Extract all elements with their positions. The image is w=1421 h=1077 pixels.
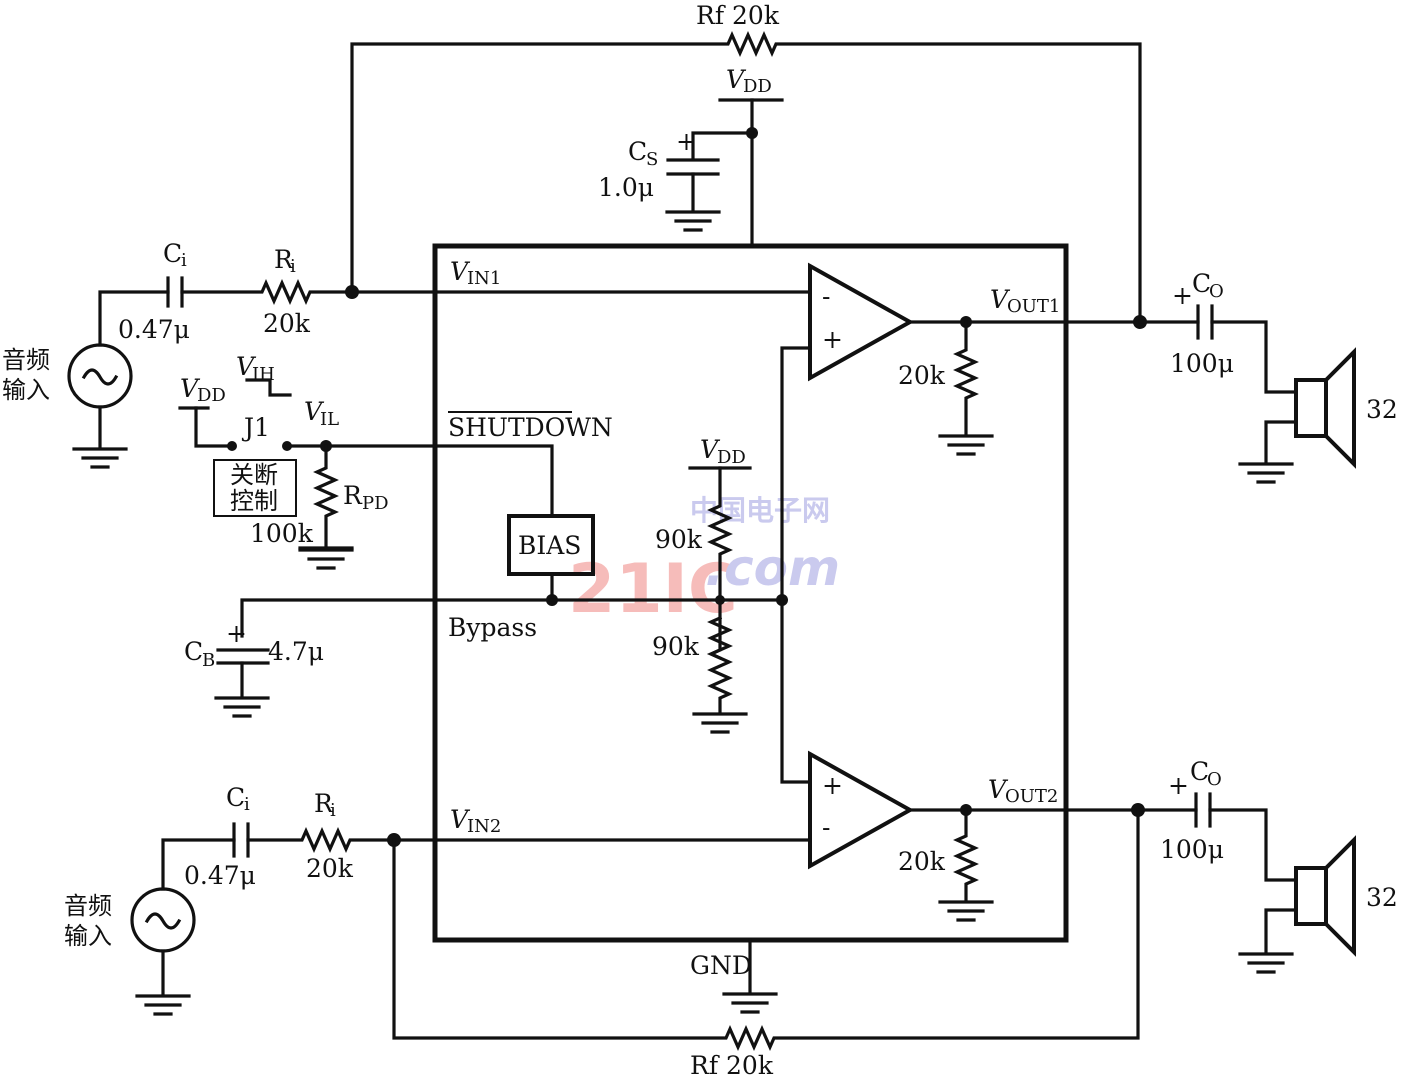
cs-value: 1.0μ: [598, 173, 654, 202]
ri-value-2: 20k: [306, 854, 354, 883]
shutdown-control-label-b: 控制: [230, 487, 278, 515]
audio-input-label-1a: 音频: [2, 346, 50, 374]
supply-vdd-and-cs: V DD + C S 1.0μ: [598, 65, 784, 248]
svg-text:DD: DD: [743, 76, 772, 97]
opamp-2: + - 20k V OUT2: [808, 750, 1142, 922]
feedback-resistor-rf-top: Rf 20k: [350, 1, 1142, 324]
svg-text:+: +: [1168, 771, 1189, 800]
vih-label: V: [236, 352, 257, 381]
svg-text:-: -: [822, 282, 830, 311]
svg-text:i: i: [330, 800, 336, 821]
watermark-logo: 21IC: [568, 550, 738, 629]
shutdown-control-label-a: 关断: [230, 461, 278, 489]
r20k-out2-label: 20k: [898, 847, 946, 876]
svg-text:DD: DD: [197, 385, 226, 406]
gnd-label: GND: [690, 951, 752, 980]
ci-value-2: 0.47μ: [184, 861, 256, 890]
ri-label-2: R: [314, 789, 334, 818]
svg-text:DD: DD: [717, 447, 746, 468]
svg-text:i: i: [181, 250, 187, 271]
svg-text:IH: IH: [252, 364, 275, 385]
svg-text:OUT1: OUT1: [1007, 296, 1060, 317]
shutdown-pin-label: SHUTDOWN: [448, 413, 613, 442]
svg-text:O: O: [1207, 769, 1222, 790]
audio-input-label-2a: 音频: [64, 892, 112, 920]
co-label-1: C: [1192, 269, 1211, 298]
svg-text:+: +: [226, 619, 247, 648]
svg-text:+: +: [822, 325, 843, 354]
audio-input-label-2b: 输入: [64, 922, 112, 950]
cs-label: C: [628, 137, 647, 166]
watermark: 21IC .com 中国电子网: [568, 494, 840, 629]
vout2-label: V: [988, 775, 1009, 804]
ci-value-1: 0.47μ: [118, 315, 190, 344]
ci-label-2: C: [226, 783, 245, 812]
bias-label: BIAS: [518, 531, 581, 560]
j1-label: J1: [241, 413, 270, 442]
svg-text:+: +: [822, 771, 843, 800]
ri-value-1: 20k: [263, 309, 311, 338]
cb-value: 4.7μ: [268, 637, 324, 666]
svg-text:S: S: [646, 149, 658, 170]
co-value-1: 100μ: [1170, 349, 1234, 378]
ic-ground: GND: [690, 938, 778, 1014]
output-1: + C O 100μ 32: [1133, 269, 1398, 484]
output-2: + C O 100μ 32: [1131, 757, 1398, 974]
shutdown-control: V DD V IH V IL J1 关断 控制 R PD 100k SHUTDO…: [178, 352, 613, 570]
bypass-label: Bypass: [448, 613, 537, 642]
svg-text:PD: PD: [362, 493, 389, 514]
vdd-label-top: V: [726, 65, 747, 94]
vil-label: V: [304, 397, 325, 426]
vout1-label: V: [990, 285, 1011, 314]
svg-text:+: +: [676, 127, 697, 156]
svg-text:i: i: [290, 256, 296, 277]
svg-text:IL: IL: [320, 409, 339, 430]
svg-text:OUT2: OUT2: [1005, 786, 1058, 807]
ci-label-1: C: [163, 239, 182, 268]
svg-text:B: B: [202, 650, 215, 671]
svg-text:IN1: IN1: [467, 268, 501, 289]
speaker-2: [1294, 866, 1328, 926]
bias-divider: V DD 90k 90k: [652, 435, 752, 734]
svg-text:i: i: [244, 794, 250, 815]
r20k-out1-label: 20k: [898, 361, 946, 390]
feedback-resistor-rf-bottom: Rf 20k: [392, 808, 1140, 1077]
svg-text:-: -: [822, 813, 830, 842]
speaker-1: [1294, 378, 1328, 438]
input-channel-1: C i 0.47μ R i 20k 音频 输入 V IN1: [2, 239, 501, 469]
vdd-label-divider: V: [700, 435, 721, 464]
vin1-label: V: [450, 257, 471, 286]
rpd-value: 100k: [250, 519, 314, 548]
co-value-2: 100μ: [1160, 835, 1224, 864]
svg-text:V: V: [180, 374, 201, 403]
vin2-label: V: [450, 805, 471, 834]
r90k-lower-label: 90k: [652, 632, 700, 661]
cb-label: C: [184, 637, 203, 666]
speaker-1-label: 32: [1366, 395, 1398, 424]
svg-text:+: +: [1172, 281, 1193, 310]
shutdown-control-box: [213, 459, 297, 517]
ri-label-1: R: [274, 245, 294, 274]
co-label-2: C: [1190, 757, 1209, 786]
svg-text:O: O: [1209, 281, 1224, 302]
rf-top-label: Rf 20k: [696, 1, 780, 30]
svg-text:IN2: IN2: [467, 816, 501, 837]
opamp-1: - + 20k V OUT1: [433, 262, 1142, 784]
bias-and-bypass: BIAS + C B 4.7μ Bypass: [184, 514, 788, 718]
speaker-2-label: 32: [1366, 883, 1398, 912]
rf-bottom-label: Rf 20k: [690, 1051, 774, 1077]
audio-input-label-1b: 输入: [2, 376, 50, 404]
r90k-upper-label: 90k: [655, 525, 703, 554]
input-channel-2: C i 0.47μ R i 20k 音频 输入 V IN2: [64, 783, 812, 1016]
rpd-label: R: [343, 481, 363, 510]
